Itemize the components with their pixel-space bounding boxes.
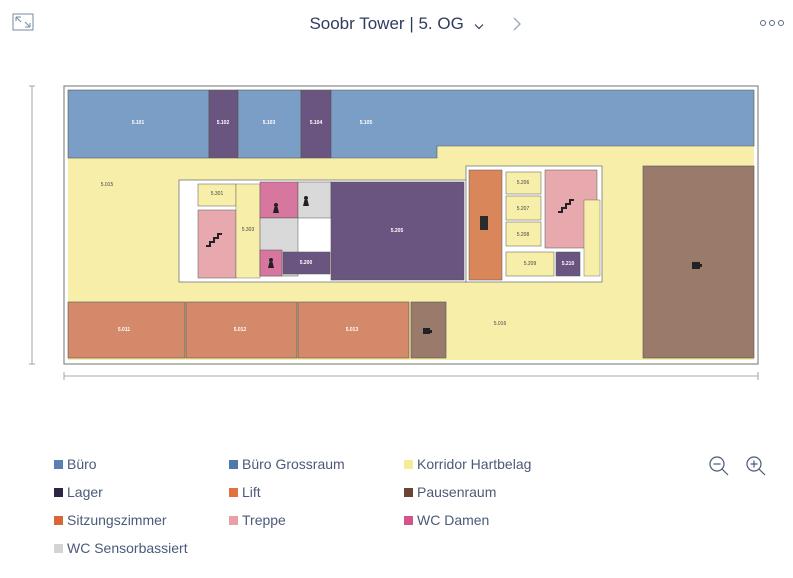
floor-name: 5. OG [418,14,464,33]
label-5-205: 5.205 [391,228,404,234]
legend-item: Lift [229,484,261,500]
room-5-208[interactable] [505,221,542,247]
legend-swatch [54,459,63,469]
stairs-icon [558,199,574,213]
legend-swatch [404,487,413,497]
legend-swatch [54,515,63,525]
room-5-105[interactable] [330,89,755,159]
label-5-209: 5.209 [524,261,537,267]
legend-item: Sitzungszimmer [54,512,167,528]
floor-selector[interactable]: Soobr Tower | 5. OG [309,14,483,33]
more-dots-icon [760,20,784,26]
label-5-104: 5.104 [310,120,323,126]
chevron-down-icon [474,15,484,35]
more-options-button[interactable] [757,12,787,34]
legend-swatch [404,515,413,525]
legend-swatch [229,487,238,497]
legend-item: Büro Grossraum [229,456,345,472]
lift-icon [480,216,488,230]
room-5-101[interactable] [67,89,210,159]
room-5-206[interactable] [505,171,542,195]
legend-label: Sitzungszimmer [67,512,167,528]
coffee-icon [423,328,432,334]
legend-swatch [54,487,63,497]
zoom-in-button[interactable] [744,454,768,478]
floor-title-wrap: Soobr Tower | 5. OG [0,14,793,35]
zoom-out-icon [709,456,729,476]
building-name: Soobr Tower [309,14,405,33]
label-5-101: 5.101 [132,120,145,126]
legend-swatch [54,543,63,553]
wc-sensor-2[interactable] [297,181,332,219]
room-5-200[interactable] [282,251,331,275]
label-5-013: 5.013 [346,327,359,333]
stairs-left[interactable] [197,209,237,279]
room-labels: 5.101 5.102 5.103 5.104 5.105 5.015 5.30… [101,120,575,333]
label-5-015: 5.015 [101,182,114,188]
corridor-right-core[interactable] [583,199,601,277]
dimension-lines [29,85,759,380]
legend-label: WC Sensorbassiert [67,540,188,556]
title-separator: | [409,14,414,33]
chevron-right-icon [513,17,521,31]
floor-plan: 5.101 5.102 5.103 5.104 5.105 5.015 5.30… [29,85,759,380]
label-5-016: 5.016 [494,321,507,327]
legend-label: Pausenraum [417,484,497,500]
label-5-206: 5.206 [517,180,530,186]
legend-label: Lager [67,484,103,500]
room-5-013[interactable] [297,301,410,359]
room-5-303[interactable] [235,183,261,279]
wc-person-icons [268,196,309,268]
legend-label: Büro Grossraum [242,456,345,472]
legend-swatch [404,459,413,469]
zoom-in-icon [746,456,766,476]
label-5-210: 5.210 [562,261,575,267]
room-5-011[interactable] [67,301,186,359]
label-5-011: 5.011 [118,327,130,333]
wc-damen-1[interactable] [259,181,299,219]
legend-label: Lift [242,484,261,500]
legend-swatch [229,515,238,525]
next-floor-button[interactable] [506,12,528,36]
label-5-207: 5.207 [517,206,530,212]
expand-icon [12,13,34,31]
label-5-012: 5.012 [234,327,247,333]
label-5-105: 5.105 [360,120,373,126]
label-5-102: 5.102 [217,120,230,126]
expand-button[interactable] [10,11,36,33]
room-5-209[interactable] [505,251,555,277]
legend-label: Treppe [242,512,286,528]
room-5-210[interactable] [555,251,581,277]
room-5-207[interactable] [505,195,542,221]
legend-label: Korridor Hartbelag [417,456,532,472]
room-5-012[interactable] [185,301,298,359]
legend-item: Treppe [229,512,286,528]
legend-label: Büro [67,456,97,472]
room-5-205[interactable] [330,181,465,281]
legend-item: Pausenraum [404,484,496,500]
legend-label: WC Damen [417,512,490,528]
legend-item: WC Damen [404,512,489,528]
label-5-103: 5.103 [263,120,276,126]
zoom-out-button[interactable] [707,454,731,478]
legend-swatch [229,459,238,469]
coffee-icon [692,262,702,269]
stairs-icon [206,233,222,247]
legend-item: Lager [54,484,103,500]
label-5-208: 5.208 [517,232,530,238]
label-5-303: 5.303 [242,227,255,233]
label-5-200: 5.200 [300,260,313,266]
legend-item: Korridor Hartbelag [404,456,531,472]
legend-item: WC Sensorbassiert [54,540,188,556]
room-5-103[interactable] [237,89,302,159]
room-5-102[interactable] [208,89,239,159]
legend-item: Büro [54,456,97,472]
label-5-301: 5.301 [211,191,224,197]
